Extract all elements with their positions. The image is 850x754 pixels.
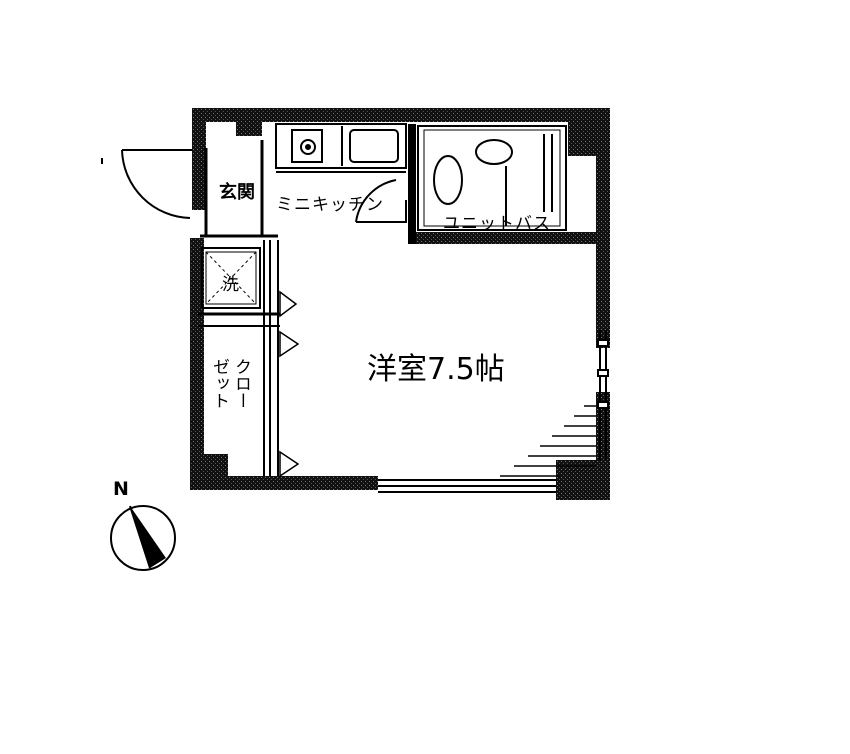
- balcony-sliding-door: [500, 405, 596, 477]
- windows: [378, 330, 609, 493]
- entry-column: [236, 122, 262, 136]
- interior-walls: [198, 124, 604, 476]
- wash-basin: [475, 139, 513, 165]
- closet-label-text-2: ゼット: [209, 358, 229, 409]
- compass-icon: [110, 505, 176, 571]
- left-wall-upper: [192, 108, 206, 210]
- bath-corner-column: [568, 108, 610, 156]
- toilet-bowl: [433, 155, 463, 205]
- western-room-label: 洋室7.5帖: [367, 352, 505, 387]
- left-wall-lower: [190, 238, 204, 490]
- closet-label-text-1: クロー: [231, 358, 251, 409]
- unit-bath-label: ユニットバス: [443, 214, 551, 234]
- mini-kitchen-label: ミニキッチン: [276, 195, 384, 215]
- stove-burner: [291, 129, 323, 163]
- bottom-wall-left: [190, 476, 378, 490]
- bottom-left-column: [190, 454, 228, 490]
- closet-label-column-2: ゼット: [208, 358, 230, 414]
- right-wall-upper: [596, 108, 610, 348]
- entrance-label: 玄関: [219, 182, 255, 203]
- washer-label: 洗: [222, 275, 239, 295]
- bath-partition-bottom: [408, 232, 604, 244]
- north-label: N: [113, 478, 129, 500]
- top-wall: [192, 108, 610, 122]
- unit-bath-fixtures: [417, 125, 567, 231]
- sink: [349, 129, 399, 163]
- closet-label-column-1: クロー: [230, 358, 252, 414]
- mini-kitchen-counter: [275, 123, 407, 223]
- washer-space: [201, 247, 261, 309]
- closet-doors: [279, 290, 300, 478]
- entrance-door: [101, 149, 192, 219]
- bath-partition-left: [408, 124, 416, 244]
